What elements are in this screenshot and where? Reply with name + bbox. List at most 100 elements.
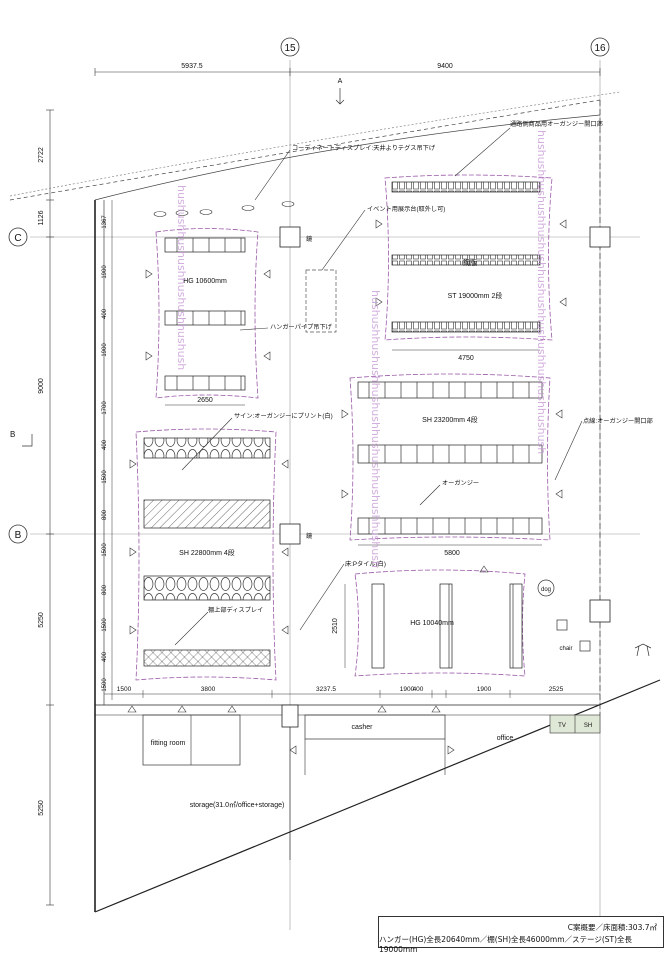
- coordinate-display-items: [153, 201, 295, 217]
- shelf-display-note: 棚上部ディスプレイ: [208, 606, 263, 614]
- inner-dim-9: 800: [102, 584, 108, 595]
- casher-counter: [304, 714, 446, 740]
- fitting-room-label: fitting room: [151, 740, 186, 747]
- mirror-label-b: 鏡: [306, 532, 312, 540]
- organza-note: オーガンジー: [442, 479, 479, 487]
- hg1-organza-outline: [155, 228, 259, 399]
- inner-dim-0: 1367: [102, 215, 108, 229]
- grid-bubble-c: [8, 227, 28, 247]
- dim-5250-a: 5250: [38, 612, 45, 628]
- grid-label-c: C: [14, 233, 21, 244]
- storage-label: storage(31.0㎡/office+storage): [190, 801, 285, 809]
- sh2-shelf-1: [143, 437, 271, 459]
- grid-bubble-16: [590, 37, 610, 57]
- section-a-arrow: [335, 88, 345, 105]
- grid-bubble-15: [280, 37, 300, 57]
- dim-9400: 9400: [437, 63, 453, 70]
- bottom-dimensions: [104, 690, 600, 698]
- section-a-label: A: [338, 78, 343, 85]
- dim-5800: 5800: [444, 550, 460, 557]
- grid-bubbles: 15 16 C B: [8, 37, 610, 544]
- bottom-dim-1: 3800: [201, 686, 216, 693]
- organza-opening-right-note: 点線:オーガンジー開口部: [583, 417, 653, 425]
- hg1-rack-bottom: [164, 375, 246, 391]
- curved-canopy: [9, 91, 621, 201]
- chair-box-1: [556, 619, 568, 631]
- sh2-shelf-4: [143, 649, 271, 667]
- st-rack-bottom: [391, 321, 541, 333]
- sh1-shelf-top: [357, 381, 543, 399]
- stool-icon: [634, 643, 652, 657]
- grid-label-16: 16: [594, 43, 606, 54]
- grid-label-15: 15: [284, 43, 296, 54]
- inner-dim-4: 1700: [102, 401, 108, 415]
- column-b16: [589, 599, 611, 623]
- event-stand-note: イベント用展示台(取外し可): [367, 205, 445, 213]
- dim-5937: 5937.5: [181, 63, 203, 70]
- dog-label: dog: [541, 587, 551, 593]
- bottom-dim-5: 1900: [477, 686, 492, 693]
- section-b-marker: [22, 434, 33, 447]
- sh2-shelf-3: [143, 575, 271, 601]
- bottom-dim-6: 2525: [549, 686, 564, 693]
- tv-label: TV: [558, 723, 566, 729]
- hg2-rack-left: [371, 583, 385, 669]
- hanger-pipe-note: ハンガーパイプ吊下げ: [270, 323, 333, 331]
- st-label: ST 19000mm 2段: [448, 291, 503, 300]
- sh1-shelf-middle: [357, 444, 543, 464]
- grid-bubble-b: [8, 524, 28, 544]
- dimension-text-layer: 1367190040019001700400150080015008001500…: [102, 215, 564, 693]
- casher-label: casher: [351, 724, 373, 731]
- dim-9000: 9000: [38, 378, 45, 394]
- summary-box: C案概要／床面積:303.7㎡ ハンガー(HG)全長20640mm／棚(SH)全…: [378, 916, 664, 954]
- bottom-dim-3: 1900: [400, 686, 415, 693]
- fitting-room: [142, 714, 241, 766]
- inner-dim-12: 1500: [102, 678, 108, 692]
- light-markers: [127, 219, 567, 755]
- top-dimensions: [94, 68, 601, 76]
- left-dimensions: [46, 109, 54, 906]
- hg2-racks: [371, 583, 523, 669]
- watermark-column-2: hushushhushushhushushhushushhushushhushu…: [535, 130, 548, 454]
- inner-dim-6: 1500: [102, 470, 108, 484]
- bottom-dim-0: 1500: [117, 686, 132, 693]
- dim-2510: 2510: [332, 618, 339, 634]
- sh2-label: SH 22800mm 4段: [179, 548, 235, 557]
- sign-note: サイン:オーガンジーにプリント(白): [234, 412, 333, 420]
- sh-small-label: SH: [584, 723, 592, 729]
- inner-dim-11: 400: [102, 651, 108, 662]
- hg1-rack-top: [164, 237, 246, 253]
- bottom-dim-2: 3237.5: [316, 686, 336, 693]
- chair-label: chair: [559, 646, 572, 652]
- section-b-label: B: [10, 430, 15, 439]
- office-label: office: [497, 735, 514, 742]
- columns: [279, 226, 611, 728]
- sh1-organza-outline: [349, 373, 551, 541]
- column-entry: [281, 704, 299, 728]
- inner-dim-5: 400: [102, 439, 108, 450]
- floor-note: 床:Pタイル(白): [345, 560, 386, 568]
- dog-circle: [537, 579, 555, 597]
- inner-dim-10: 1500: [102, 618, 108, 632]
- sh1-label: SH 23200mm 4段: [422, 415, 478, 424]
- inner-dim-3: 1900: [102, 343, 108, 357]
- chair-box-2: [579, 640, 591, 652]
- signboard-label: 鋼版: [463, 258, 477, 267]
- inner-dim-8: 1500: [102, 543, 108, 557]
- coordinate-display-note: コーディネートディスプレイ:天井よりテグス吊下げ: [292, 144, 436, 152]
- sh2-organza-outline: [135, 428, 277, 681]
- hg2-label: HG 10040mm: [410, 620, 454, 627]
- summary-line-1: C案概要／床面積:303.7㎡: [567, 923, 657, 932]
- hg2-rack-right: [509, 583, 523, 669]
- hg1-label: HG 10600mm: [183, 278, 227, 285]
- st-organza-outline: [384, 174, 553, 341]
- watermark-column-1: hushushhushushhushushhushushhushushhushu…: [369, 290, 382, 568]
- watermark: hushushhushushhushushhushushhushushhushu…: [175, 130, 548, 568]
- hg2-organza-outline: [354, 569, 526, 677]
- inner-dim-2: 400: [102, 308, 108, 319]
- st-rack-middle: [391, 254, 541, 266]
- grid-label-b: B: [15, 530, 22, 541]
- hg1-rack-middle: [164, 310, 246, 326]
- column-c15: [279, 226, 301, 248]
